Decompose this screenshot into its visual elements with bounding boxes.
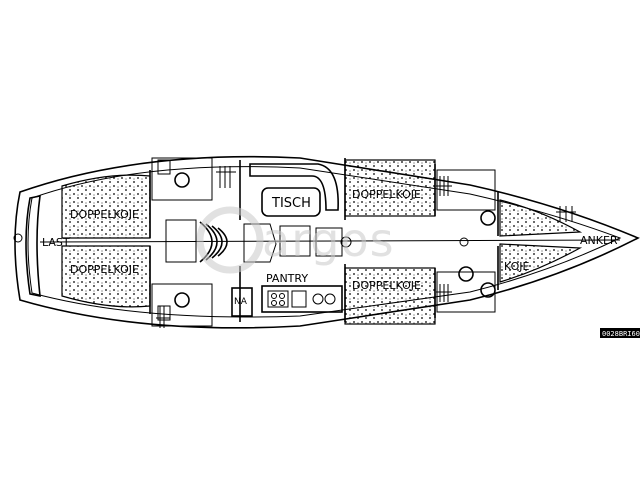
- label-koje: KOJE: [504, 260, 530, 273]
- hanging-locker-icon: [156, 306, 170, 328]
- hull-outline: [14, 155, 640, 329]
- hanging-locker-icon: [436, 284, 452, 302]
- head-aft-bottom: [151, 283, 213, 327]
- label-doppelkoje-mid-bottom: DOPPELKOJE: [352, 279, 421, 292]
- berth-forward-bottom: [499, 243, 583, 283]
- label-last: LAST: [42, 236, 70, 249]
- stern-fitting: [13, 233, 23, 243]
- label-anker: ANKER: [580, 234, 618, 247]
- toilet-icon: [174, 292, 190, 308]
- toilet-icon: [480, 210, 496, 226]
- stern-transom: [25, 194, 41, 297]
- toilet-icon: [174, 172, 190, 188]
- settee-top: [249, 163, 339, 211]
- image-code-tag: [600, 328, 640, 338]
- centerline: [39, 239, 621, 243]
- berth-mid-top: [344, 159, 436, 217]
- label-doppelkoje-aft-top: DOPPELKOJE: [70, 208, 139, 221]
- fitting-icon: [459, 237, 469, 247]
- salon-table-leaf: [279, 225, 311, 257]
- salon-bench: [315, 227, 343, 257]
- settee-side: [243, 223, 277, 263]
- toilet-icon: [458, 266, 474, 282]
- label-tisch: TISCH: [271, 196, 311, 211]
- salon-table: [261, 187, 321, 217]
- hanging-locker-icon: [436, 176, 452, 196]
- svg-text:argos: argos: [262, 213, 395, 267]
- berth-forward-top: [499, 199, 583, 237]
- label-pantry: PANTRY: [266, 272, 308, 285]
- head-aft-top: [151, 157, 213, 201]
- berth-aft-top: [61, 174, 151, 239]
- head-mid-top: [436, 169, 496, 211]
- sink-icon: [291, 290, 307, 308]
- image-code-text: 0028BRI60: [602, 330, 640, 338]
- double-sink-icon: [312, 293, 336, 305]
- nav-station: [231, 287, 253, 317]
- pantry-counter: [261, 285, 343, 313]
- mast-icon: [340, 236, 352, 248]
- label-doppelkoje-mid-top: DOPPELKOJE: [352, 188, 421, 201]
- berth-aft-bottom: [61, 245, 151, 308]
- toilet-icon: [480, 282, 496, 298]
- stove-icon: [267, 290, 289, 308]
- watermark: argos: [196, 206, 395, 274]
- hanging-locker-icon: [556, 206, 576, 222]
- label-doppelkoje-aft-bottom: DOPPELKOJE: [70, 263, 139, 276]
- berth-mid-bottom: [344, 267, 436, 325]
- sink-icon: [157, 159, 171, 175]
- label-na: NA: [234, 297, 248, 307]
- hanging-locker-icon: [216, 166, 236, 188]
